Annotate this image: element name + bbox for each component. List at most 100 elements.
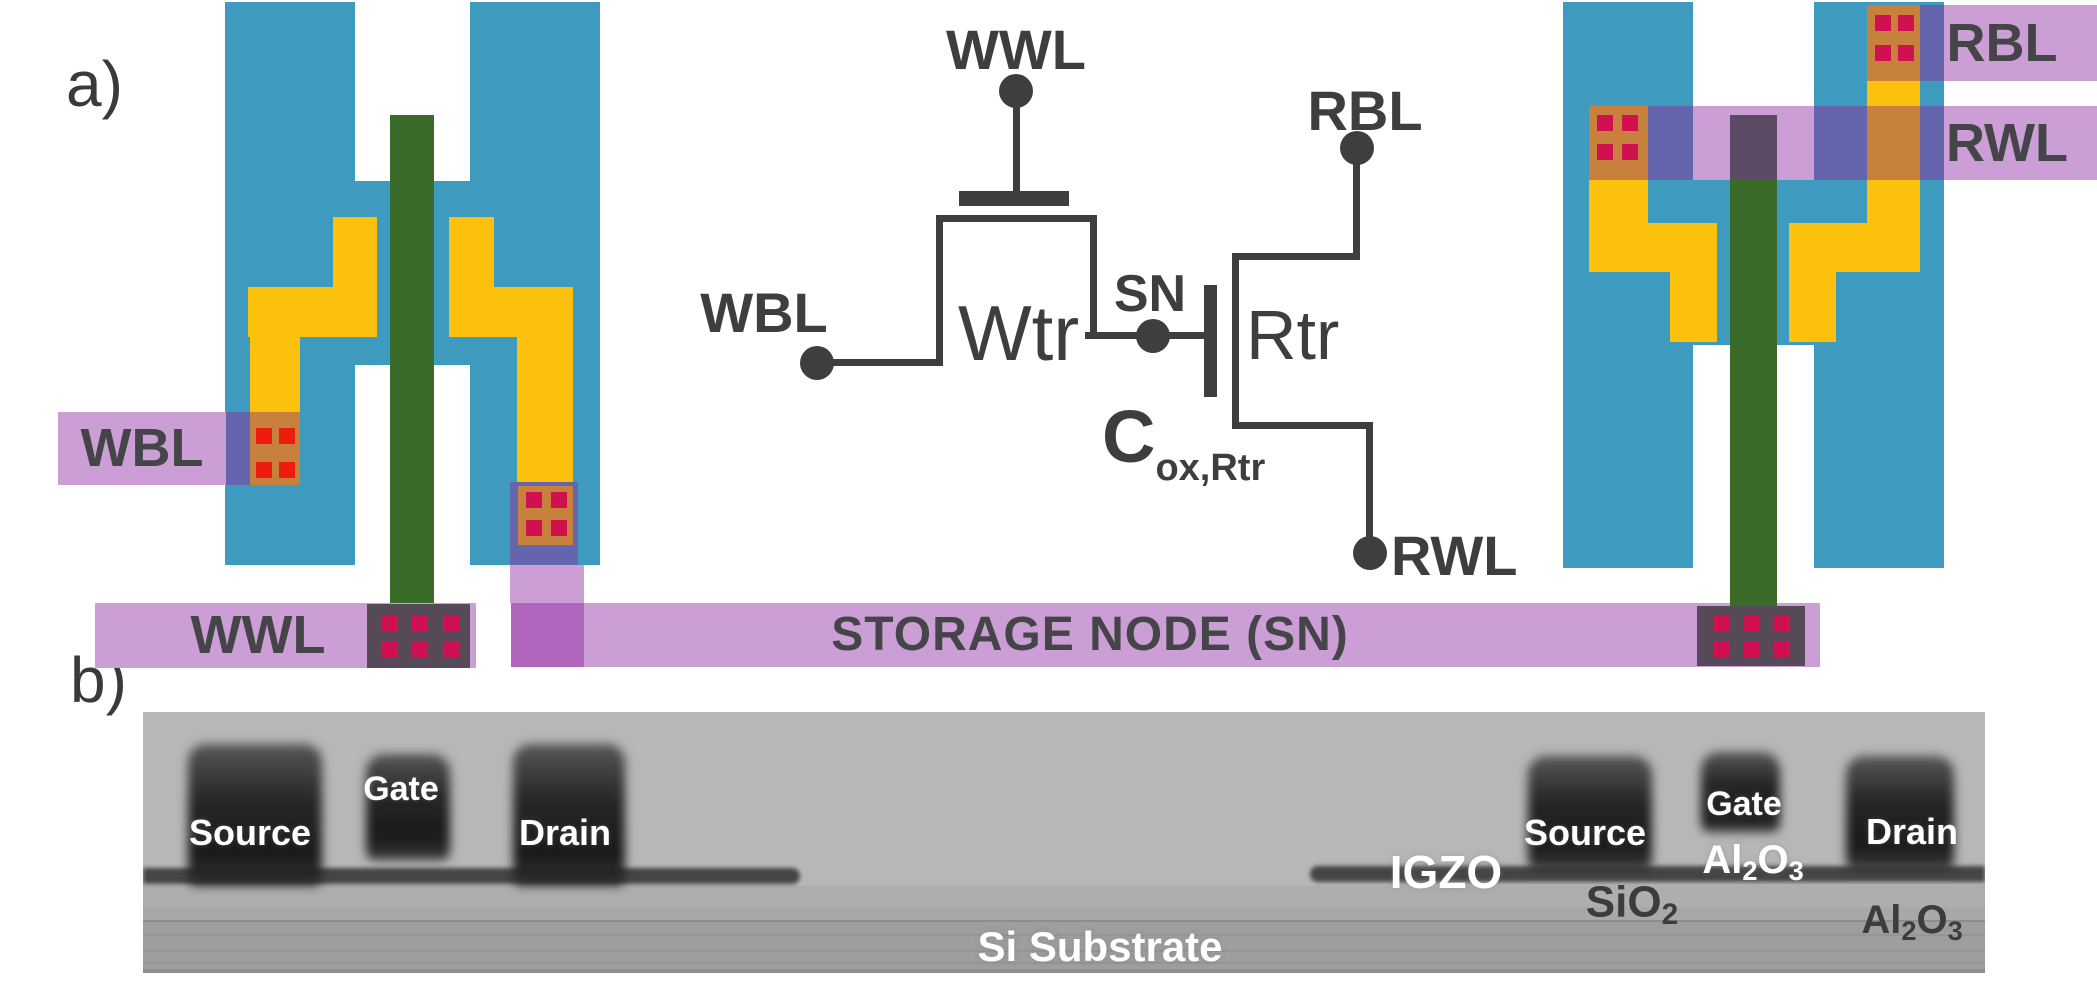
cox-main: C <box>1102 395 1156 478</box>
rtr-metal-left-run <box>1589 223 1717 272</box>
tem-bottom-edge <box>143 969 1985 973</box>
rwl-band-label: RWL <box>1946 113 2068 173</box>
al2o3-part: Al <box>1861 898 1902 942</box>
rwl-via <box>1622 144 1638 160</box>
wwl-via <box>381 642 397 658</box>
wwl-via <box>381 616 397 632</box>
cox-subscript: ox,Rtr <box>1155 447 1266 489</box>
al2o3-part: O <box>1916 898 1948 942</box>
rwl-via <box>1597 144 1613 160</box>
gate-ox-sub: 3 <box>1788 854 1804 886</box>
rbl-via <box>1875 15 1891 31</box>
rtr-metal-left-finger <box>1670 272 1717 342</box>
wbl-via <box>279 462 295 478</box>
tem-sio2-label: SiO2 <box>1586 880 1678 929</box>
schematic-sn-label: SN <box>1113 265 1187 323</box>
tem-gate-oxide-label: Al2O3 <box>1702 840 1803 884</box>
rbl-via <box>1875 45 1891 61</box>
tem-al2o3-label: Al2O3 <box>1861 900 1962 944</box>
wtr-label: Wtr <box>958 289 1080 377</box>
rbl-band-over-active <box>1920 5 1944 81</box>
rtr-channel <box>1232 253 1239 429</box>
gate-ox-sub: 2 <box>1742 854 1758 886</box>
rtr-sn-via <box>1714 641 1730 657</box>
wtr-metal-left-drop <box>250 337 300 420</box>
rtr-sn-gate-contact <box>1697 606 1805 666</box>
wwl-via <box>412 642 428 658</box>
wtr-gate-bar <box>959 191 1069 206</box>
rbl-terminal-dot <box>1340 131 1374 165</box>
schematic-wbl-label: WBL <box>700 281 828 344</box>
rbl-wire <box>1353 164 1360 260</box>
sn-node-dot <box>1136 319 1170 353</box>
tem-right-source-label: Source <box>1523 812 1647 853</box>
tem-left-source-label: Source <box>188 812 312 853</box>
rtr-gate-electrode <box>1701 752 1780 832</box>
wtr-sn-via <box>551 492 567 508</box>
tem-left-drain-label: Drain <box>518 812 612 853</box>
rtr-metal-right-run <box>1789 223 1920 272</box>
wtr-channel-right <box>1090 215 1097 336</box>
tem-texture-line <box>143 950 1985 952</box>
rwl-via <box>1597 115 1613 131</box>
rwl-branch-wire <box>1236 422 1373 429</box>
storage-node-label: STORAGE NODE (SN) <box>831 608 1349 661</box>
wbl-band-over-active <box>226 412 250 485</box>
wwl-wire <box>1013 105 1020 192</box>
wtr-metal-right-run <box>449 287 573 337</box>
rtr-sn-via <box>1744 616 1760 632</box>
rwl-band-over-metal <box>1867 106 1920 180</box>
rtr-gate-bar <box>1204 285 1217 397</box>
panel-a-label: a) <box>66 48 123 120</box>
wwl-via <box>443 642 459 658</box>
wtr-sn-via <box>526 492 542 508</box>
rwl-band-over-active-3 <box>1920 106 1944 180</box>
rtr-metal-right-finger <box>1789 272 1836 342</box>
cox-rtr-label: Cox,Rtr <box>1102 400 1266 489</box>
tem-texture-line <box>143 934 1985 936</box>
wbl-via <box>256 462 272 478</box>
wwl-via <box>412 616 428 632</box>
rwl-wire <box>1366 422 1373 553</box>
tem-right-drain-label: Drain <box>1865 811 1959 852</box>
sio2-part: SiO <box>1585 877 1662 927</box>
al2o3-sub: 3 <box>1947 914 1963 946</box>
rtr-sn-via <box>1774 641 1790 657</box>
wtr-channel-top <box>936 215 1097 222</box>
schematic-wwl-label: WWL <box>946 18 1086 81</box>
tem-interface-layer <box>143 907 1985 920</box>
sio2-sub: 2 <box>1661 897 1679 931</box>
wwl-terminal-dot <box>999 74 1033 108</box>
rbl-branch-wire <box>1232 253 1360 260</box>
wtr-metal-left-run <box>248 287 377 337</box>
tem-igzo-label: IGZO <box>1389 846 1503 898</box>
wtr-gate-electrode <box>366 754 450 860</box>
tem-right-gate-label: Gate <box>1706 785 1782 823</box>
rtr-drain-electrode <box>1846 756 1954 870</box>
wtr-sn-via <box>526 520 542 536</box>
storage-node-overlap <box>511 603 584 667</box>
rwl-band-over-gate <box>1730 115 1777 180</box>
tem-oxide-layer <box>143 886 1985 907</box>
rtr-source-electrode <box>1528 756 1652 870</box>
tem-texture-line <box>143 962 1985 964</box>
wwl-gate-contact <box>367 604 470 668</box>
rbl-band-label: RBL <box>1946 13 2058 73</box>
wtr-sn-via <box>551 520 567 536</box>
rtr-sn-via <box>1774 616 1790 632</box>
wbl-wire <box>820 359 943 366</box>
gate-ox-part: Al <box>1702 838 1743 882</box>
wbl-band <box>58 412 226 485</box>
rbl-via <box>1898 15 1914 31</box>
tem-substrate-region <box>143 920 1985 973</box>
rtr-label: Rtr <box>1246 296 1340 374</box>
schematic-rbl-label: RBL <box>1307 79 1423 142</box>
tem-cross-section: Source Gate Drain Source Gate Al2O3 Drai… <box>143 712 1985 973</box>
wwl-via <box>443 616 459 632</box>
gate-ox-part: O <box>1757 838 1789 882</box>
wtr-source-electrode <box>188 744 322 886</box>
wtr-gate-line <box>390 115 434 606</box>
rwl-band-over-active-1 <box>1648 106 1693 180</box>
tem-substrate-label: Si Substrate <box>977 923 1223 970</box>
